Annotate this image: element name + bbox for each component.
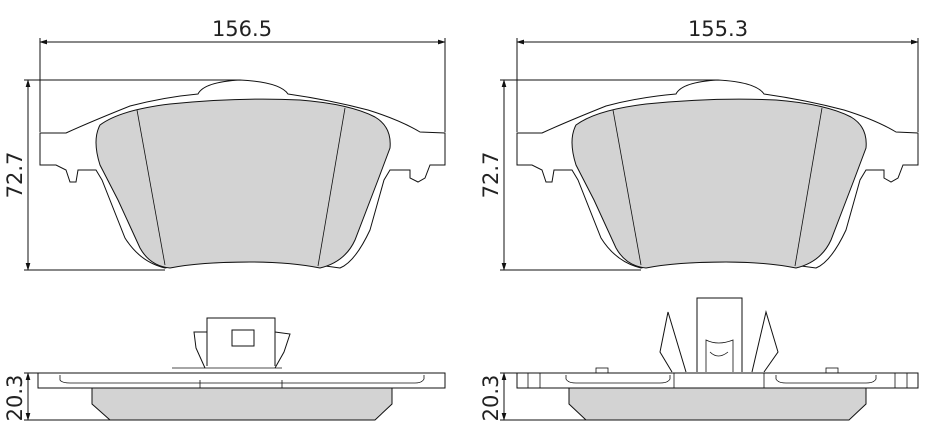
right-shim-tab xyxy=(595,367,609,374)
right-clip-spring xyxy=(659,311,687,373)
left-pad-chamfer-line xyxy=(317,107,346,267)
right-shim-line xyxy=(565,375,671,384)
right-friction-material xyxy=(571,98,867,269)
left-width-label: 156.5 xyxy=(212,17,272,41)
left-clip-window xyxy=(231,329,255,347)
left-friction-material xyxy=(95,98,391,269)
right-height-label: 72.7 xyxy=(479,152,503,199)
right-width-label: 155.3 xyxy=(688,17,748,41)
left-clip-spring xyxy=(193,331,207,369)
right-clip-inner xyxy=(705,339,734,372)
right-backing-plate-side xyxy=(516,372,919,389)
right-friction-block-side xyxy=(568,387,867,421)
left-friction-block-side xyxy=(91,387,393,421)
right-pad-front-view: 155.3 72.7 xyxy=(479,17,919,271)
right-pad-chamfer-line xyxy=(794,107,823,267)
right-wear-clip xyxy=(696,297,743,372)
left-pad-front-view: 156.5 72.7 xyxy=(3,17,446,271)
left-height-label: 72.7 xyxy=(3,152,27,199)
right-shim-tab xyxy=(825,367,839,374)
left-backing-plate-side xyxy=(37,372,446,389)
left-retaining-clip xyxy=(206,317,276,366)
right-pad-side-view: 20.3 xyxy=(479,297,919,422)
left-thickness-label: 20.3 xyxy=(3,375,27,422)
left-pad-chamfer-line xyxy=(136,109,166,266)
left-shim-line xyxy=(59,375,425,384)
right-thickness-label: 20.3 xyxy=(479,375,503,422)
right-shim-line xyxy=(775,375,877,384)
left-pad-side-view: 20.3 xyxy=(3,317,446,422)
left-clip-spring xyxy=(274,331,291,369)
right-clip-spring xyxy=(751,310,779,373)
right-pad-chamfer-line xyxy=(612,109,642,266)
right-clip-inner xyxy=(709,351,729,357)
